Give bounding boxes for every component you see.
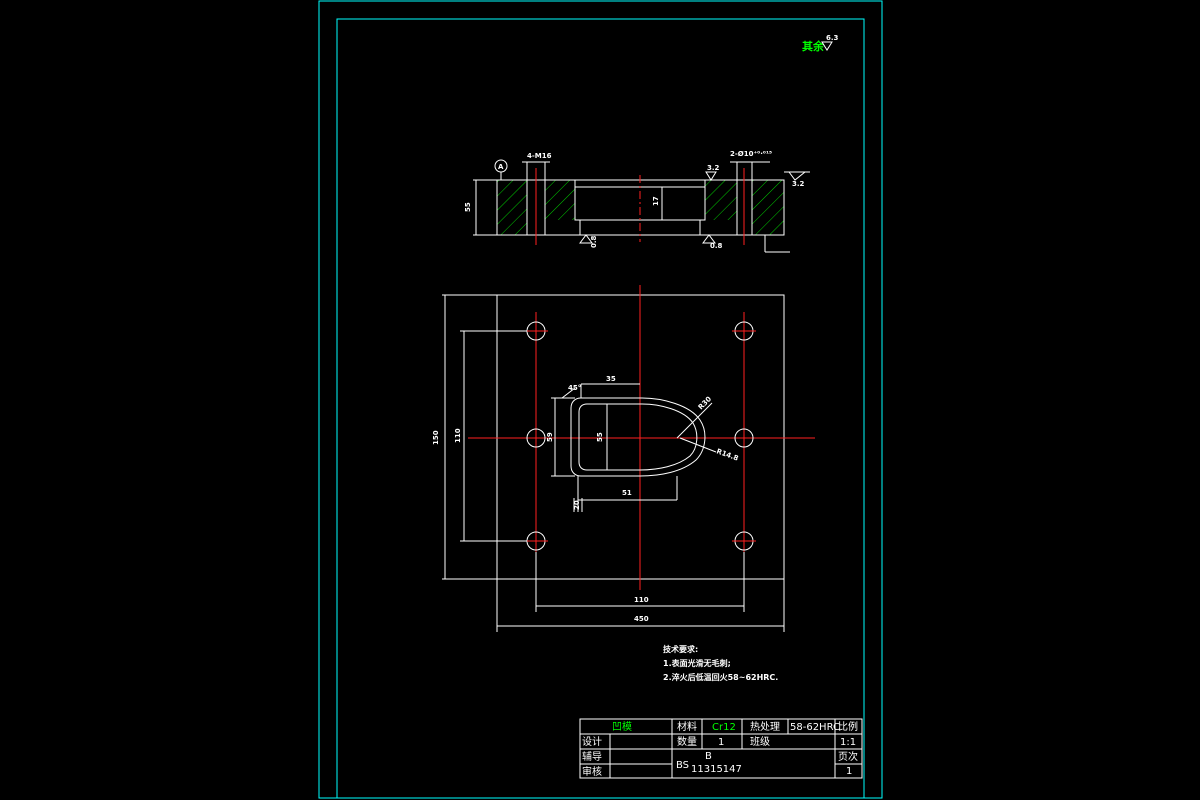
plan-view: 35 51 59 55 45° 20 R30 R14.8 150 110 110 <box>432 285 815 632</box>
roughness-note: 其余 6.3 <box>802 34 839 53</box>
hole-callout-right: 2-Ø10⁺⁰·⁰¹⁵ <box>730 150 772 158</box>
die-cavity-outer <box>570 397 706 477</box>
inner-frame <box>336 18 865 799</box>
outer-frame <box>318 0 883 799</box>
code-superscript: B <box>705 751 712 762</box>
roughness-bottom-left: 0.8 <box>590 235 598 248</box>
tech-item-1: 1.表面光滑无毛刺; <box>663 658 731 668</box>
roughness-note-label: 其余 <box>802 39 825 53</box>
code-prefix: BS <box>676 760 689 771</box>
tech-requirements: 技术要求: 1.表面光滑无毛刺; 2.淬火后低温回火58~62HRC. <box>663 644 778 682</box>
pocket-depth-dim: 17 <box>652 196 660 206</box>
roughness-right: 3.2 <box>792 180 805 188</box>
review-label: 审核 <box>582 765 602 778</box>
material-label: 材料 <box>677 720 697 733</box>
die-cavity-inner <box>578 403 698 471</box>
radius-small-dim: R14.8 <box>715 447 739 462</box>
page-label: 页次 <box>838 750 858 763</box>
roughness-top: 3.2 <box>707 164 720 172</box>
page-value: 1 <box>846 766 852 777</box>
quantity-value: 1 <box>718 737 724 748</box>
part-name: 凹模 <box>612 721 632 733</box>
slot-length-dim: 51 <box>622 489 632 497</box>
hole-mid-left <box>526 428 546 448</box>
thickness-dim: 55 <box>464 202 472 212</box>
hole-spacing-y-dim: 110 <box>454 428 462 443</box>
slot-height-outer-dim: 59 <box>546 432 554 442</box>
tech-title: 技术要求: <box>663 644 698 654</box>
height-overall-dim: 150 <box>432 430 440 445</box>
slot-height-inner-dim: 55 <box>596 432 604 442</box>
hole-callout-left: 4-M16 <box>527 152 552 160</box>
material-value: Cr12 <box>712 722 736 733</box>
hole-spacing-x-dim: 110 <box>634 596 649 604</box>
quantity-label: 数量 <box>677 735 697 748</box>
tech-item-2: 2.淬火后低温回火58~62HRC. <box>663 672 778 682</box>
hole-mid-right <box>734 428 754 448</box>
design-label: 设计 <box>582 735 602 748</box>
class-label: 班级 <box>750 736 770 748</box>
roughness-bottom-right: 0.8 <box>710 242 723 250</box>
section-view: A 4-M16 2-Ø10⁺⁰·⁰¹⁵ 55 17 3.2 3.2 0.8 0.… <box>464 150 810 253</box>
hole-top-right <box>732 321 756 341</box>
code-number: 11315147 <box>691 764 742 775</box>
guide-label: 辅导 <box>582 750 602 763</box>
hole-bottom-right <box>732 531 756 551</box>
scale-value: 1:1 <box>840 737 856 748</box>
width-overall-dim: 450 <box>634 615 649 623</box>
edge-offset-dim: 20 <box>573 500 581 510</box>
roughness-note-value: 6.3 <box>826 34 839 42</box>
heat-value: 58-62HRC <box>790 722 840 733</box>
datum-label: A <box>498 163 504 171</box>
slot-width-dim: 35 <box>606 375 616 383</box>
chamfer-dim: 45° <box>568 384 581 392</box>
title-block: 凹模 材料 Cr12 热处理 58-62HRC 比例 1:1 数量 1 班级 页… <box>579 718 863 779</box>
heat-label: 热处理 <box>750 720 780 733</box>
scale-label: 比例 <box>838 720 858 733</box>
radius-big-dim: R30 <box>697 395 713 411</box>
